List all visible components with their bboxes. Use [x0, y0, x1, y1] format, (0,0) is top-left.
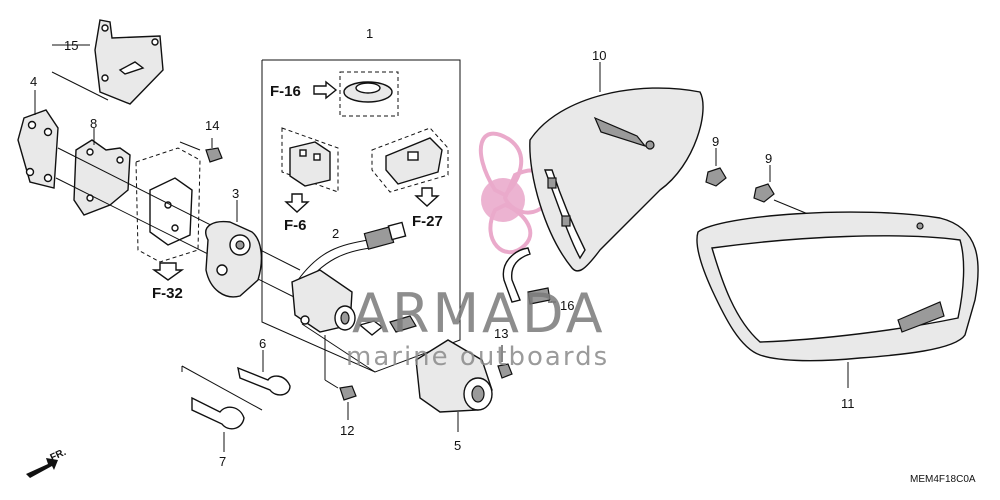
inset-f16-grommet [313, 71, 399, 117]
front-label: FR. [49, 447, 68, 464]
callout-3: 3 [232, 186, 239, 201]
callout-10: 10 [592, 48, 606, 63]
callout-5: 5 [454, 438, 461, 453]
callout-12: 12 [340, 423, 354, 438]
callout-11: 11 [841, 396, 855, 411]
ref-f32: F-32 [152, 285, 183, 302]
part-8-lock-bracket [73, 128, 131, 216]
callout-2: 2 [332, 226, 339, 241]
callout-4: 4 [30, 74, 37, 89]
part-11-side-cover-right [696, 211, 979, 388]
part-12-screw [324, 335, 357, 420]
part-10-side-cover-left [529, 62, 704, 272]
callout-8: 8 [90, 116, 97, 131]
callout-9b: 9 [765, 151, 772, 166]
ref-f6: F-6 [284, 217, 307, 234]
part-3-lock-cylinder [205, 200, 263, 298]
assembly-frame-1 [261, 59, 461, 373]
front-direction-arrow-icon: FR. [26, 447, 68, 478]
ref-f16: F-16 [270, 83, 301, 100]
diagram-code: MEM4F18C0A [910, 474, 976, 485]
watermark-subtitle: marine outboards [346, 342, 609, 372]
part-15-bracket [51, 19, 164, 105]
callout-9a: 9 [712, 134, 719, 149]
ref-f27: F-27 [412, 213, 443, 230]
callout-15: 15 [64, 38, 78, 53]
callout-14: 14 [205, 118, 219, 133]
callout-13: 13 [494, 326, 508, 341]
part-16-band-clip [502, 247, 556, 305]
part-4-mount-plate [17, 90, 59, 189]
part-14-bolt [179, 138, 223, 163]
callout-16: 16 [560, 298, 574, 313]
part-13-screw [497, 345, 513, 379]
part-9-grommet-a [705, 148, 727, 187]
ignition-switch-body [291, 269, 417, 373]
part-9-grommet-b [753, 165, 809, 215]
inset-f27-connector [371, 127, 449, 207]
callout-1: 1 [366, 26, 373, 41]
watermark-title: ARMADA [352, 282, 606, 345]
callout-6: 6 [259, 336, 266, 351]
part-6-key [237, 350, 291, 396]
inset-f6-connector [281, 127, 339, 213]
part-2-wire-harness [297, 221, 407, 291]
part-5-switch-cover [415, 339, 493, 432]
callout-7: 7 [219, 454, 226, 469]
part-7-key [181, 365, 263, 452]
